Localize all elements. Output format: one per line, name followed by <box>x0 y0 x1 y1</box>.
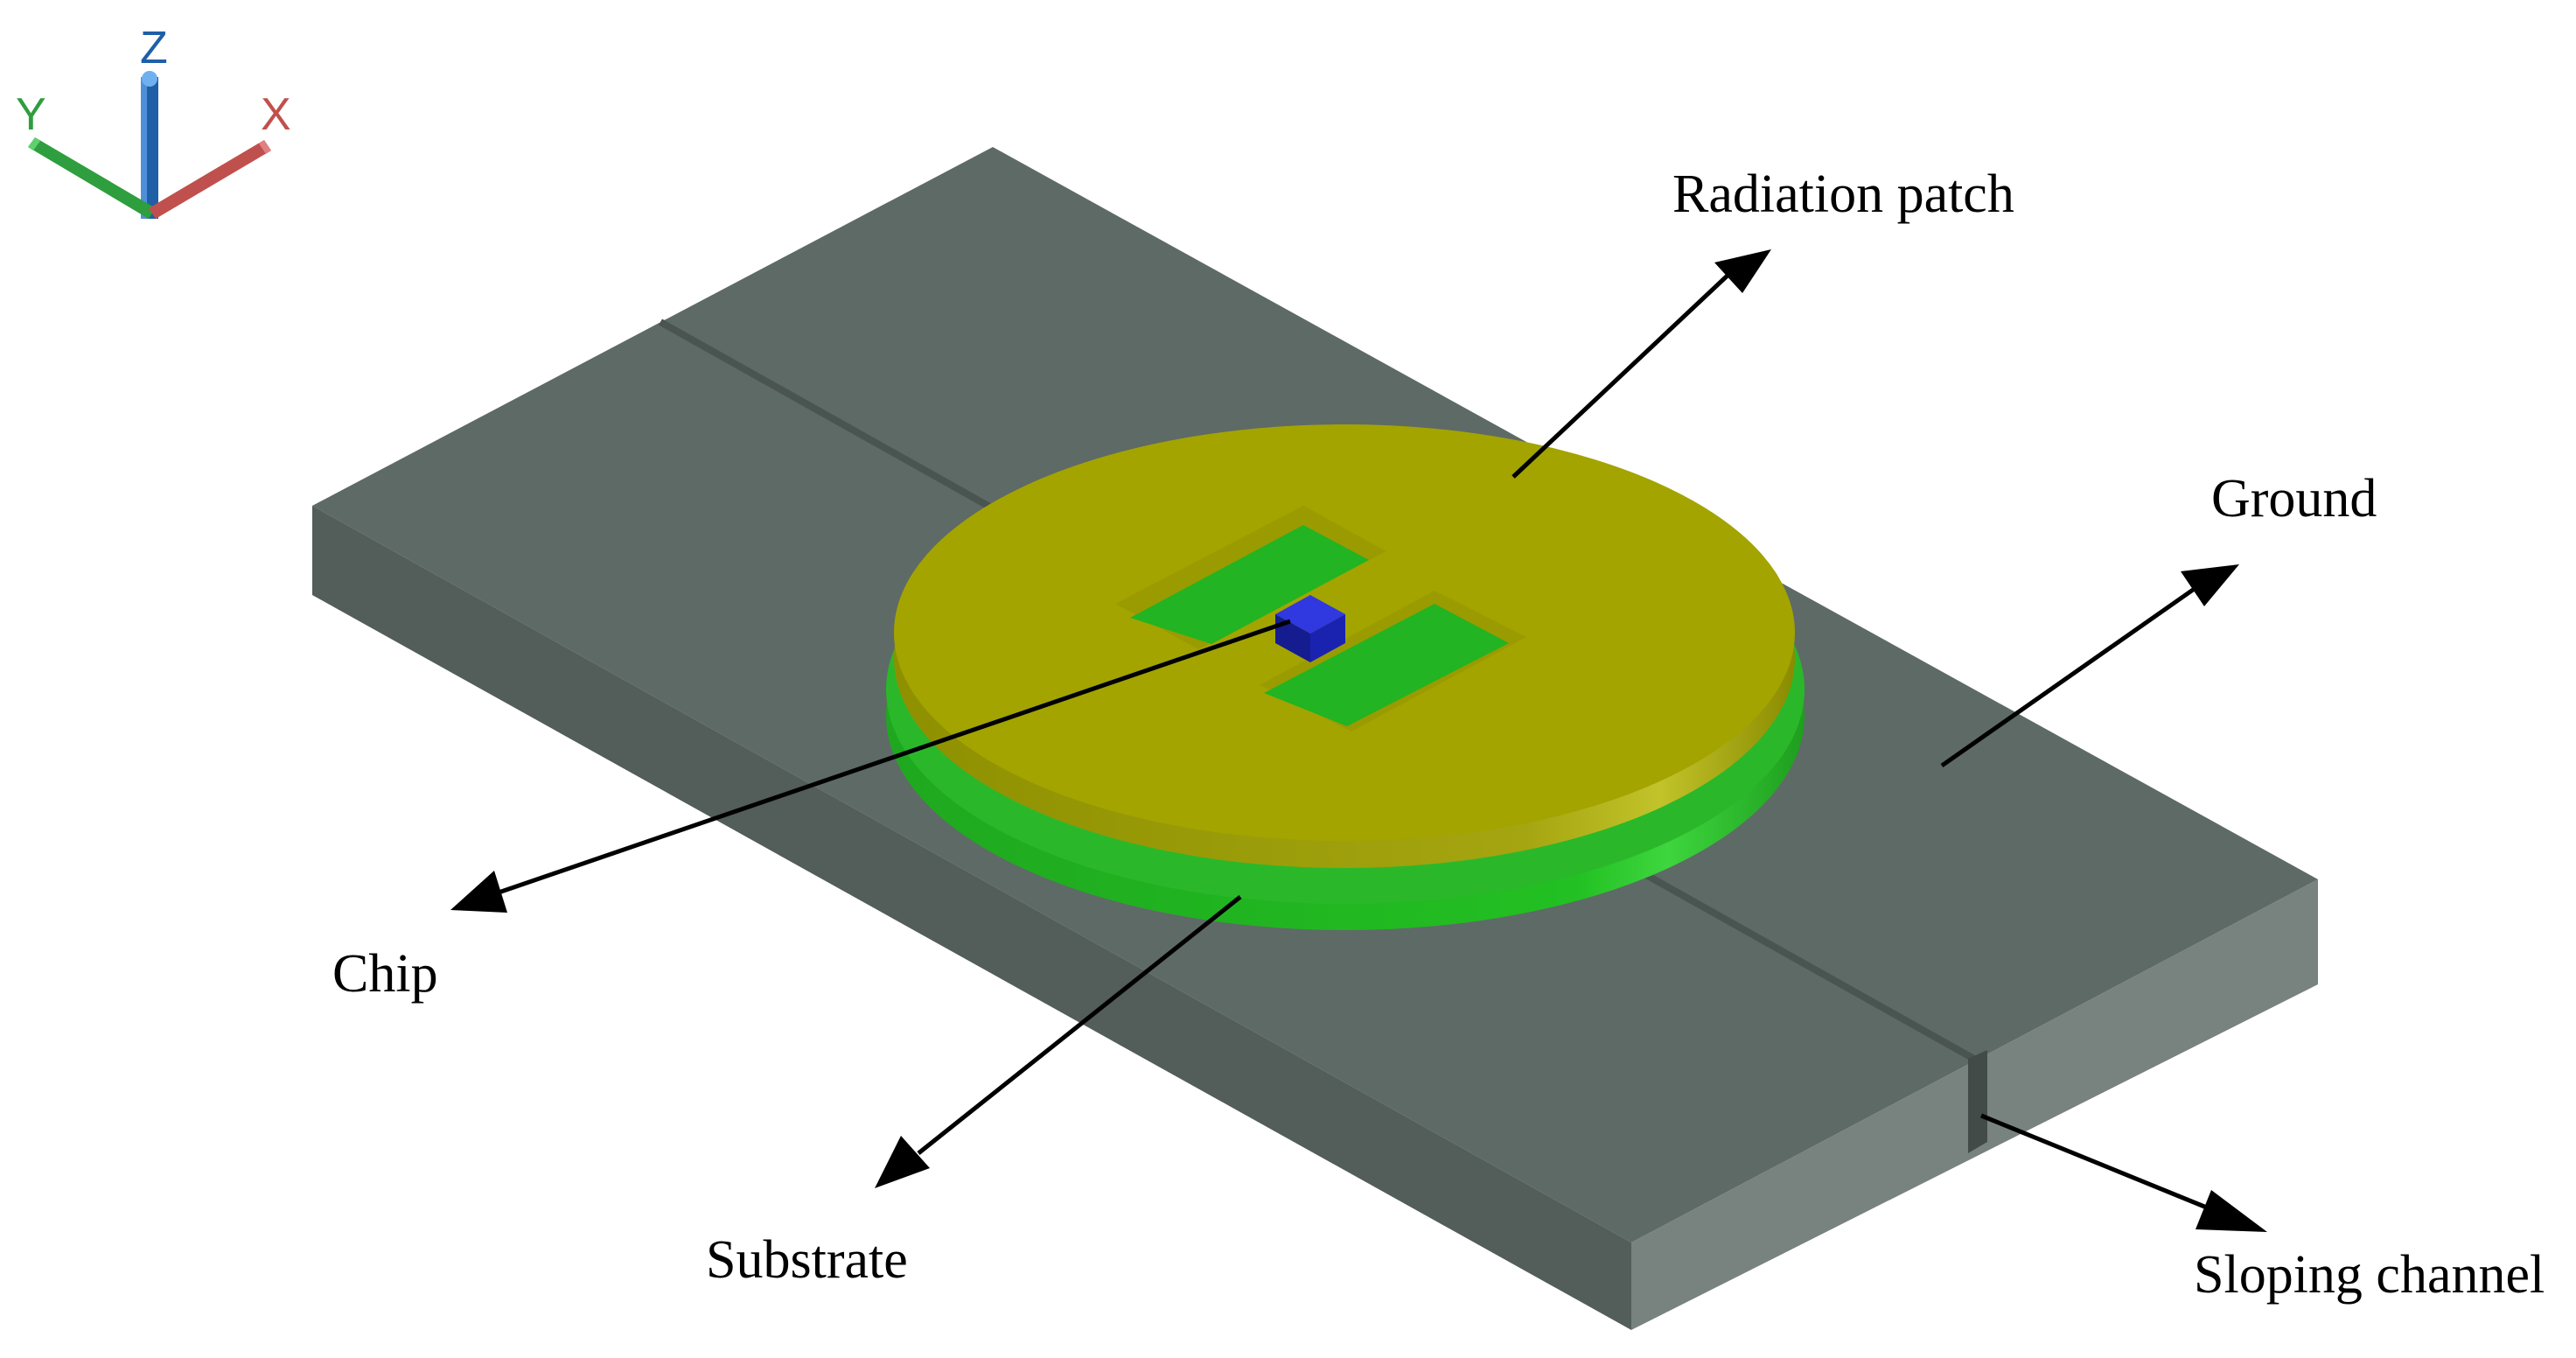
arrow-chip <box>450 619 1291 913</box>
label-ground: Ground <box>2211 469 2377 528</box>
patch-slot-left-opening <box>1130 525 1369 644</box>
arrow-substrate <box>875 895 1242 1188</box>
z-axis <box>141 71 158 219</box>
radiation-patch <box>894 424 1795 868</box>
z-axis-label: Z <box>140 23 168 74</box>
label-radiation-patch: Radiation patch <box>1672 164 2014 224</box>
label-chip: Chip <box>332 944 438 1004</box>
label-sloping-channel: Sloping channel <box>2194 1245 2545 1305</box>
y-axis-label: Y <box>16 89 46 140</box>
callout-labels: Radiation patch Ground Chip Substrate Sl… <box>332 164 2545 1305</box>
y-axis <box>28 137 156 219</box>
sloping-channel-cut <box>1968 1050 1987 1153</box>
x-axis <box>149 140 271 219</box>
coordinate-axes: Z Y X <box>16 23 291 219</box>
arrow-radiation-patch <box>1511 249 1771 479</box>
x-axis-label: X <box>261 89 291 140</box>
patch-slot-right-opening <box>1264 604 1509 726</box>
ground-front-face <box>312 506 1631 1330</box>
leader-arrows <box>450 249 2267 1232</box>
label-substrate: Substrate <box>706 1230 908 1290</box>
chip <box>1275 595 1345 662</box>
arrow-ground <box>1940 564 2239 768</box>
arrow-sloping-channel <box>1980 1113 2267 1232</box>
